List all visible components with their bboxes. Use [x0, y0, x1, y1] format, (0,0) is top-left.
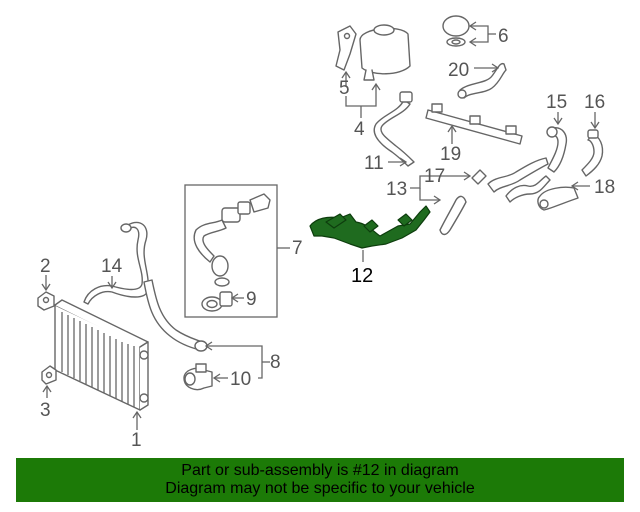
banner-line-2: Diagram may not be specific to your vehi… — [165, 480, 475, 497]
parts-diagram: 1 2 3 14 7 9 8 10 12 5 4 6 20 11 19 15 1… — [37, 15, 615, 451]
label-1: 1 — [131, 430, 142, 451]
upper-radiator-hose[interactable] — [83, 221, 149, 305]
highlighted-part-12[interactable] — [309, 205, 431, 249]
tank-bracket[interactable] — [335, 25, 357, 71]
seal[interactable] — [201, 291, 233, 312]
upper-bracket[interactable] — [37, 291, 55, 311]
label-20: 20 — [448, 60, 469, 81]
thermostat-housing[interactable] — [537, 186, 579, 211]
banner-line-1: Part or sub-assembly is #12 in diagram — [181, 462, 459, 479]
label-4: 4 — [354, 119, 365, 140]
leader-lines — [41, 21, 600, 430]
label-9: 9 — [246, 289, 257, 310]
expansion-tank[interactable] — [359, 24, 411, 81]
hose-group-box — [184, 184, 278, 318]
lower-radiator-hose[interactable] — [143, 279, 208, 352]
coolant-pipe-rail[interactable] — [425, 103, 523, 145]
overflow-hose[interactable] — [457, 62, 507, 99]
label-16: 16 — [584, 92, 605, 113]
heater-hose-a[interactable] — [546, 126, 568, 173]
lower-bracket[interactable] — [41, 365, 57, 385]
label-18: 18 — [594, 177, 615, 198]
coolant-flange[interactable] — [183, 363, 213, 391]
label-15: 15 — [546, 92, 567, 113]
label-17: 17 — [424, 166, 445, 187]
label-19: 19 — [440, 144, 461, 165]
heater-hose-b[interactable] — [581, 129, 604, 177]
part-labels: 1 2 3 14 7 9 8 10 12 5 4 6 20 11 19 15 1… — [40, 26, 615, 451]
tank-cap[interactable] — [442, 15, 470, 47]
tank-hose[interactable] — [373, 91, 415, 167]
label-8: 8 — [270, 352, 281, 373]
label-6: 6 — [498, 26, 509, 47]
label-10: 10 — [230, 369, 251, 390]
label-7: 7 — [292, 238, 303, 259]
coolant-hoses[interactable] — [439, 157, 551, 236]
label-5: 5 — [339, 78, 350, 99]
label-14: 14 — [101, 256, 123, 277]
label-13: 13 — [386, 179, 407, 200]
label-3: 3 — [40, 400, 51, 421]
hose-assembly[interactable] — [193, 193, 271, 287]
label-2: 2 — [40, 256, 51, 277]
label-12: 12 — [351, 265, 373, 287]
radiator[interactable] — [54, 299, 149, 411]
info-banner: Part or sub-assembly is #12 in diagram D… — [16, 458, 624, 502]
label-11: 11 — [364, 153, 384, 174]
